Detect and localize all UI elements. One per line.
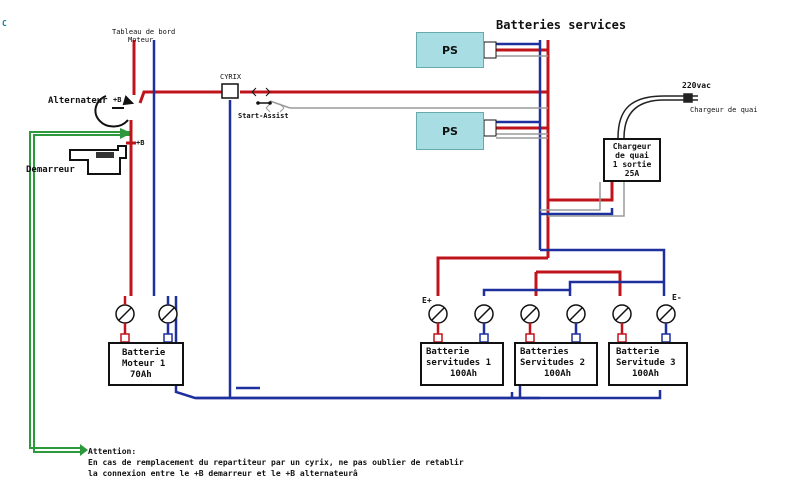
chargeur-de-quai-label: Chargeur de quai	[690, 106, 758, 114]
charger-line2: de quai	[615, 151, 649, 160]
fuse-serv3-neg	[656, 304, 676, 334]
alt-plus-b-label: +B	[113, 96, 122, 104]
dem-plus-b-label: +B	[136, 139, 145, 147]
alternateur-label: Alternateur	[48, 96, 108, 106]
vac-label: 220vac	[682, 81, 711, 90]
battery-3-line2: Servitudes 2	[520, 358, 586, 368]
battery-1-line1: Batterie	[122, 348, 166, 358]
fuse-moteur-neg	[158, 296, 178, 334]
fuse-serv3-pos	[612, 304, 632, 334]
fuse-moteur-pos	[115, 296, 135, 334]
cyrix-label: CYRIX	[220, 73, 242, 81]
charger-line4: 25A	[624, 169, 640, 178]
alternator-symbol	[94, 95, 135, 128]
note-line-1: En cas de remplacement du repartiteur pa…	[88, 458, 464, 467]
ps-top-label: PS	[442, 43, 458, 57]
fuse-serv2-neg	[566, 304, 586, 334]
battery-3-line1: Batteries	[520, 347, 569, 357]
tableau-label-2: Moteur	[128, 36, 154, 44]
charger-line1: Chargeur	[612, 142, 652, 151]
ps-top: PS	[416, 32, 484, 68]
charger-line3: 1 sortie	[612, 160, 652, 169]
charger-box: Chargeur de quai 1 sortie 25A	[603, 138, 661, 182]
battery-moteur-1: Batterie Moteur 1 70Ah	[108, 342, 184, 386]
fuse-serv1-neg	[474, 304, 494, 334]
note-line-2: la connexion entre le +B demarreur et le…	[88, 469, 358, 478]
starter-symbol	[69, 145, 127, 175]
corner-mark: C	[2, 19, 7, 28]
start-assist-label: Start-Assist	[238, 112, 289, 120]
note-title: Attention:	[88, 447, 137, 456]
ps-mid-label: PS	[442, 124, 458, 138]
battery-2-line1: Batterie	[426, 347, 470, 357]
tableau-label-1: Tableau de bord	[112, 28, 176, 36]
battery-1-line2: Moteur 1	[122, 359, 166, 369]
battery-servitudes-2: Batteries Servitudes 2 100Ah	[514, 342, 598, 386]
demarreur-label: Demarreur	[26, 165, 75, 175]
battery-1-line3: 70Ah	[130, 370, 152, 380]
batteries-services-title: Batteries services	[496, 18, 627, 32]
fuse-serv2-pos	[520, 304, 540, 334]
positive-wires	[126, 40, 622, 296]
battery-servitudes-1: Batterie servitudes 1 100Ah	[420, 342, 504, 386]
attention-note: Attention: En cas de remplacement du rep…	[88, 446, 464, 479]
battery-4-line1: Batterie	[616, 347, 660, 357]
e-minus-label: E-	[672, 293, 682, 302]
ps-mid: PS	[416, 112, 484, 150]
battery-3-line3: 100Ah	[544, 369, 572, 379]
ps-connectors	[483, 41, 497, 137]
green-sense-wire	[29, 128, 132, 456]
fuse-symbols	[115, 296, 676, 334]
battery-4-line3: 100Ah	[632, 369, 660, 379]
battery-terminals	[120, 333, 671, 343]
cyrix-relay	[221, 83, 285, 113]
battery-2-line2: servitudes 1	[426, 358, 492, 368]
battery-4-line2: Servitude 3	[616, 358, 676, 368]
battery-servitude-3: Batterie Servitude 3 100Ah	[608, 342, 688, 386]
fuse-serv1-pos	[428, 304, 448, 334]
mains-lead	[617, 93, 698, 139]
e-plus-label: E+	[422, 296, 432, 305]
battery-2-line3: 100Ah	[450, 369, 478, 379]
